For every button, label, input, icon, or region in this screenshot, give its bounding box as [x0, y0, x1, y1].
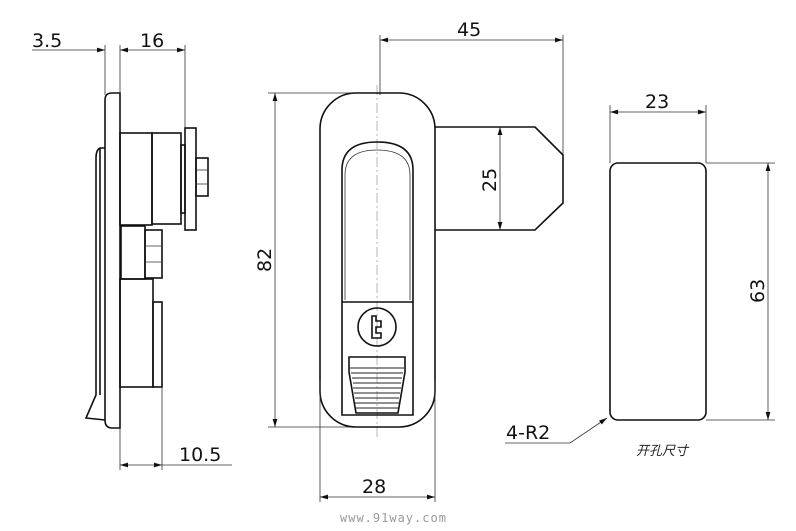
- dim-width: 28: [362, 476, 386, 498]
- cutout-view: 23 63 4-R2 开孔尺寸: [505, 91, 775, 459]
- dim-overall-width: 45: [457, 19, 481, 41]
- watermark: www.91way.com: [340, 511, 447, 525]
- side-view: 3.5 16 10.5: [32, 30, 232, 470]
- dim-cutout-width: 23: [645, 91, 669, 113]
- dim-tongue-width: 25: [479, 168, 501, 192]
- dim-lower-depth: 10.5: [179, 444, 221, 466]
- dim-cutout-height: 63: [747, 279, 769, 303]
- cutout-size-note: 开孔尺寸: [636, 444, 690, 459]
- dim-body-depth: 16: [140, 30, 164, 52]
- dim-flange-thickness: 3.5: [32, 30, 62, 52]
- keyhole-icon: [357, 307, 397, 347]
- dim-height: 82: [254, 248, 276, 272]
- dim-corner-radius: 4-R2: [506, 422, 550, 444]
- front-view: 82 45 25 28: [254, 19, 564, 502]
